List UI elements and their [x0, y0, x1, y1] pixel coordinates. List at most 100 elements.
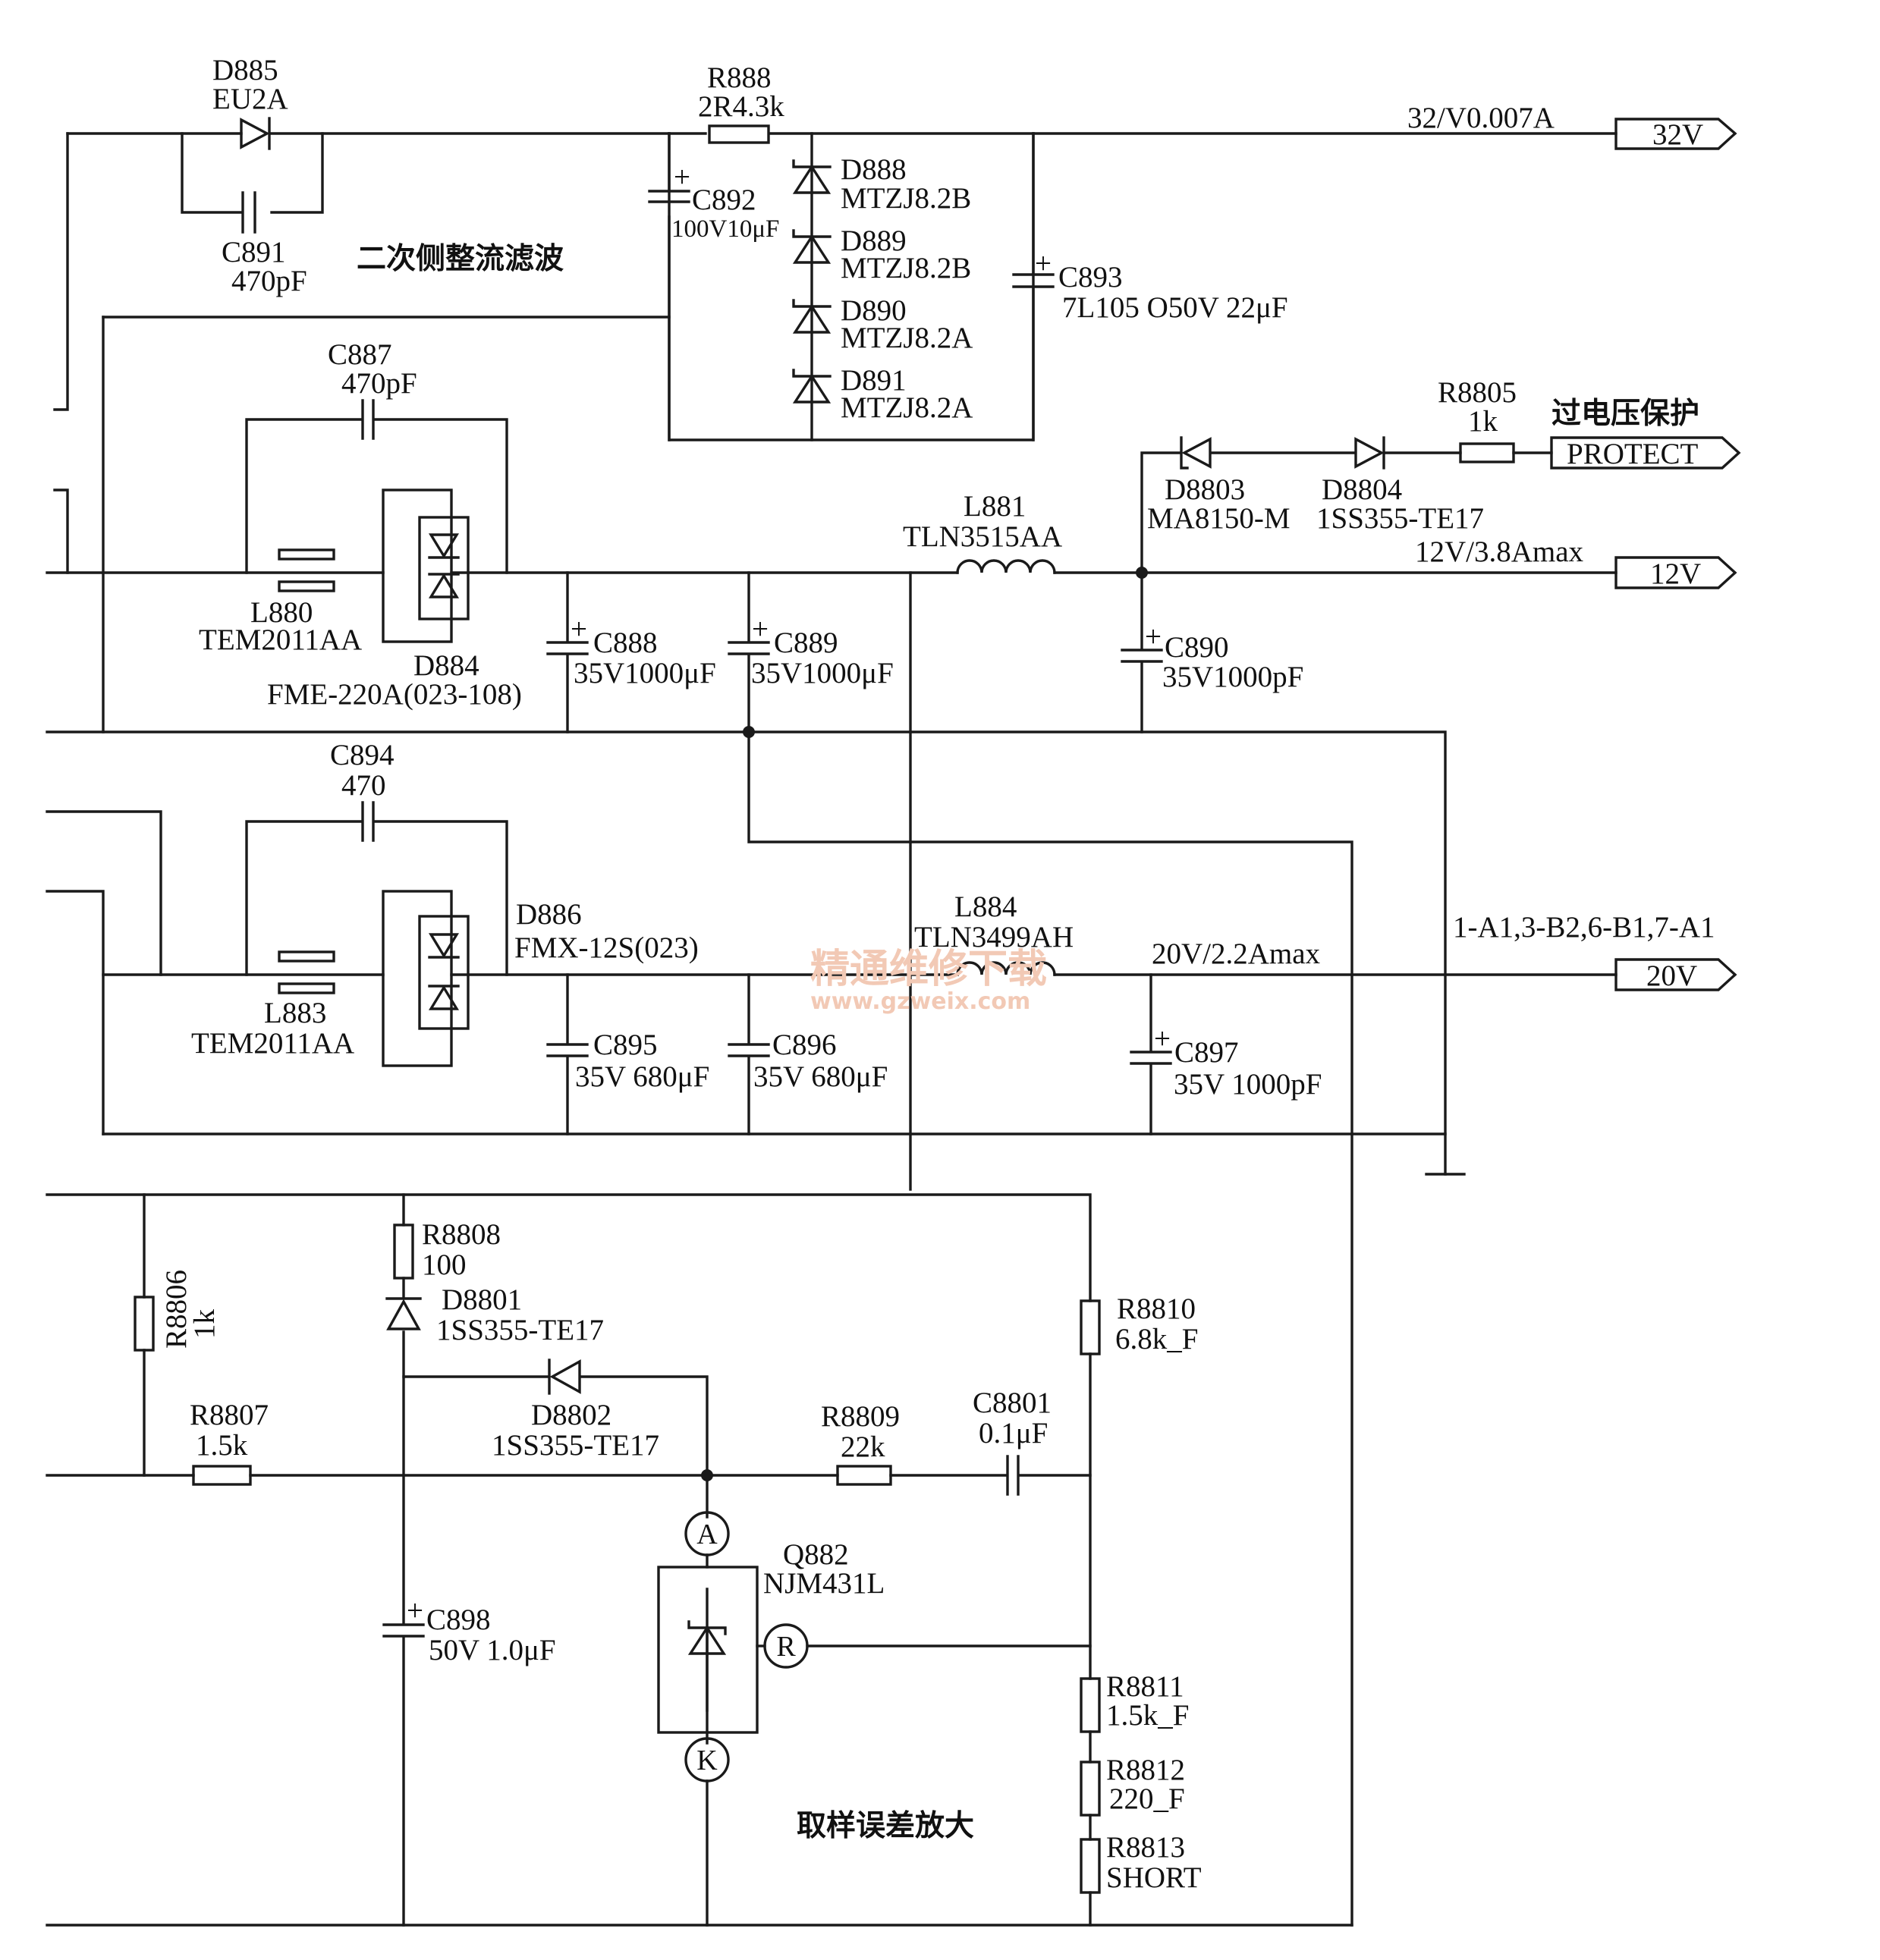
value-d886: FMX-12S(023): [514, 931, 699, 964]
capacitor-c896-symbol: [728, 1043, 770, 1057]
inductors: [278, 548, 1056, 994]
ref-r8806: R8806: [160, 1270, 193, 1349]
ref-c891: C891: [222, 236, 286, 269]
zener-d891-symbol: [792, 369, 832, 404]
value-c888: 35V1000μF: [574, 657, 716, 689]
value-c8801: 0.1μF: [979, 1417, 1048, 1450]
capacitor-c888-symbol: [546, 641, 589, 655]
ref-c893: C893: [1058, 261, 1123, 294]
ref-d8802: D8802: [531, 1399, 611, 1431]
output-tag-32v-label: 32V: [1652, 118, 1703, 151]
value-d8802: 1SS355-TE17: [492, 1429, 659, 1462]
label-pin-map: 1-A1,3-B2,6-B1,7-A1: [1453, 911, 1715, 944]
diode-d8802-symbol: [548, 1358, 581, 1395]
q882-pin-a: [684, 1511, 730, 1556]
q882-pins: A R K: [684, 1511, 809, 1783]
label-secondary-rectifier-filter: 二次侧整流滤波: [357, 242, 564, 276]
capacitors: + + + + + + +: [241, 161, 1172, 1638]
ref-c890: C890: [1165, 631, 1229, 664]
wires: [46, 132, 1617, 1927]
capacitor-c898-symbol: [382, 1623, 425, 1638]
inductor-l880-symbol-b: [278, 580, 335, 592]
value-c892: 100V10μF: [671, 215, 779, 243]
value-d885: EU2A: [212, 83, 288, 115]
junction-dot: [743, 726, 755, 738]
capacitor-c891-symbol: [241, 191, 256, 234]
capacitor-c893-symbol: [1012, 273, 1055, 288]
output-tags: 32V PROTECT 12V 20V: [1550, 118, 1741, 992]
output-tag-20v-label: 20V: [1646, 960, 1697, 992]
label-sampling-error-amp: 取样误差放大: [797, 1809, 974, 1843]
watermark-line2: www.gzweix.com: [810, 988, 1030, 1015]
ref-r8812: R8812: [1106, 1754, 1185, 1786]
resistor-r8807-symbol: [192, 1465, 252, 1486]
value-d890: MTZJ8.2A: [841, 322, 973, 354]
value-c890: 35V1000pF: [1162, 661, 1303, 693]
resistor-r888-symbol: [708, 124, 770, 144]
capacitor-c887-symbol: [361, 399, 375, 440]
resistor-r8813-symbol: [1080, 1838, 1101, 1894]
value-l881: TLN3515AA: [903, 520, 1062, 553]
ref-d890: D890: [841, 294, 907, 327]
ref-d886: D886: [516, 898, 582, 931]
ref-c888: C888: [593, 627, 658, 659]
resistor-r8812-symbol: [1080, 1761, 1101, 1817]
value-d888: MTZJ8.2B: [841, 182, 971, 215]
output-tag-20v: [1614, 958, 1737, 991]
ref-c898: C898: [426, 1603, 491, 1636]
value-r8805: 1k: [1468, 405, 1498, 438]
resistor-r8809-symbol: [836, 1465, 892, 1486]
junction-dot: [1136, 567, 1148, 579]
zener-d888-symbol: [792, 159, 832, 194]
polarity-c892: +: [674, 161, 690, 193]
ref-l883: L883: [264, 997, 326, 1029]
polarity-c888: +: [571, 613, 587, 645]
ref-r8813: R8813: [1106, 1831, 1185, 1864]
ref-l880: L880: [250, 596, 313, 629]
value-c898: 50V 1.0μF: [429, 1634, 556, 1666]
ref-c894: C894: [330, 739, 395, 771]
diode-d8801-symbol: [385, 1297, 422, 1330]
ref-c897: C897: [1174, 1036, 1239, 1069]
value-r8806: 1k: [188, 1309, 221, 1340]
capacitor-c889-symbol: [728, 641, 770, 655]
q882-pin-r-label: R: [776, 1631, 796, 1663]
output-tag-12v: [1614, 556, 1737, 589]
ref-c895: C895: [593, 1029, 658, 1061]
q882-pin-a-label: A: [696, 1519, 718, 1550]
value-r8810: 6.8k_F: [1115, 1323, 1198, 1355]
value-l884: TLN3499AH: [914, 921, 1074, 953]
ref-d8801: D8801: [442, 1283, 522, 1316]
ref-d889: D889: [841, 225, 907, 257]
ref-c8801: C8801: [973, 1387, 1052, 1419]
resistor-r8811-symbol: [1080, 1677, 1101, 1733]
capacitor-c8801-symbol: [1006, 1455, 1020, 1496]
output-tag-protect: [1550, 436, 1741, 470]
label-12v-current: 12V/3.8Amax: [1415, 536, 1584, 568]
value-d8804: 1SS355-TE17: [1316, 502, 1484, 535]
diodes: [240, 117, 1385, 1655]
inductor-l880-symbol: [278, 548, 335, 561]
value-q882: NJM431L: [763, 1567, 885, 1600]
ref-r8809: R8809: [821, 1400, 900, 1433]
resistor-r8810-symbol: [1080, 1299, 1101, 1355]
section-labels: 二次侧整流滤波 过电压保护 取样误差放大: [357, 242, 1699, 1843]
ref-r8811: R8811: [1106, 1670, 1184, 1703]
value-l880: TEM2011AA: [199, 623, 362, 656]
ref-d884: D884: [413, 649, 479, 682]
value-r8811: 1.5k_F: [1106, 1699, 1189, 1732]
inductor-l884-symbol: [956, 961, 1056, 976]
polarity-c893: +: [1035, 247, 1052, 280]
value-r8812: 220_F: [1109, 1783, 1185, 1815]
inductor-l881-symbol: [956, 559, 1056, 574]
ref-r8807: R8807: [190, 1399, 269, 1431]
value-d891: MTZJ8.2A: [841, 391, 973, 424]
ref-d8803: D8803: [1165, 473, 1245, 506]
value-r8808: 100: [422, 1249, 467, 1281]
output-tag-12v-label: 12V: [1650, 558, 1701, 590]
ref-d891: D891: [841, 364, 907, 397]
inductor-l883-symbol-b: [278, 982, 335, 994]
value-c889: 35V1000μF: [751, 657, 894, 689]
zener-d890-symbol: [792, 299, 832, 334]
